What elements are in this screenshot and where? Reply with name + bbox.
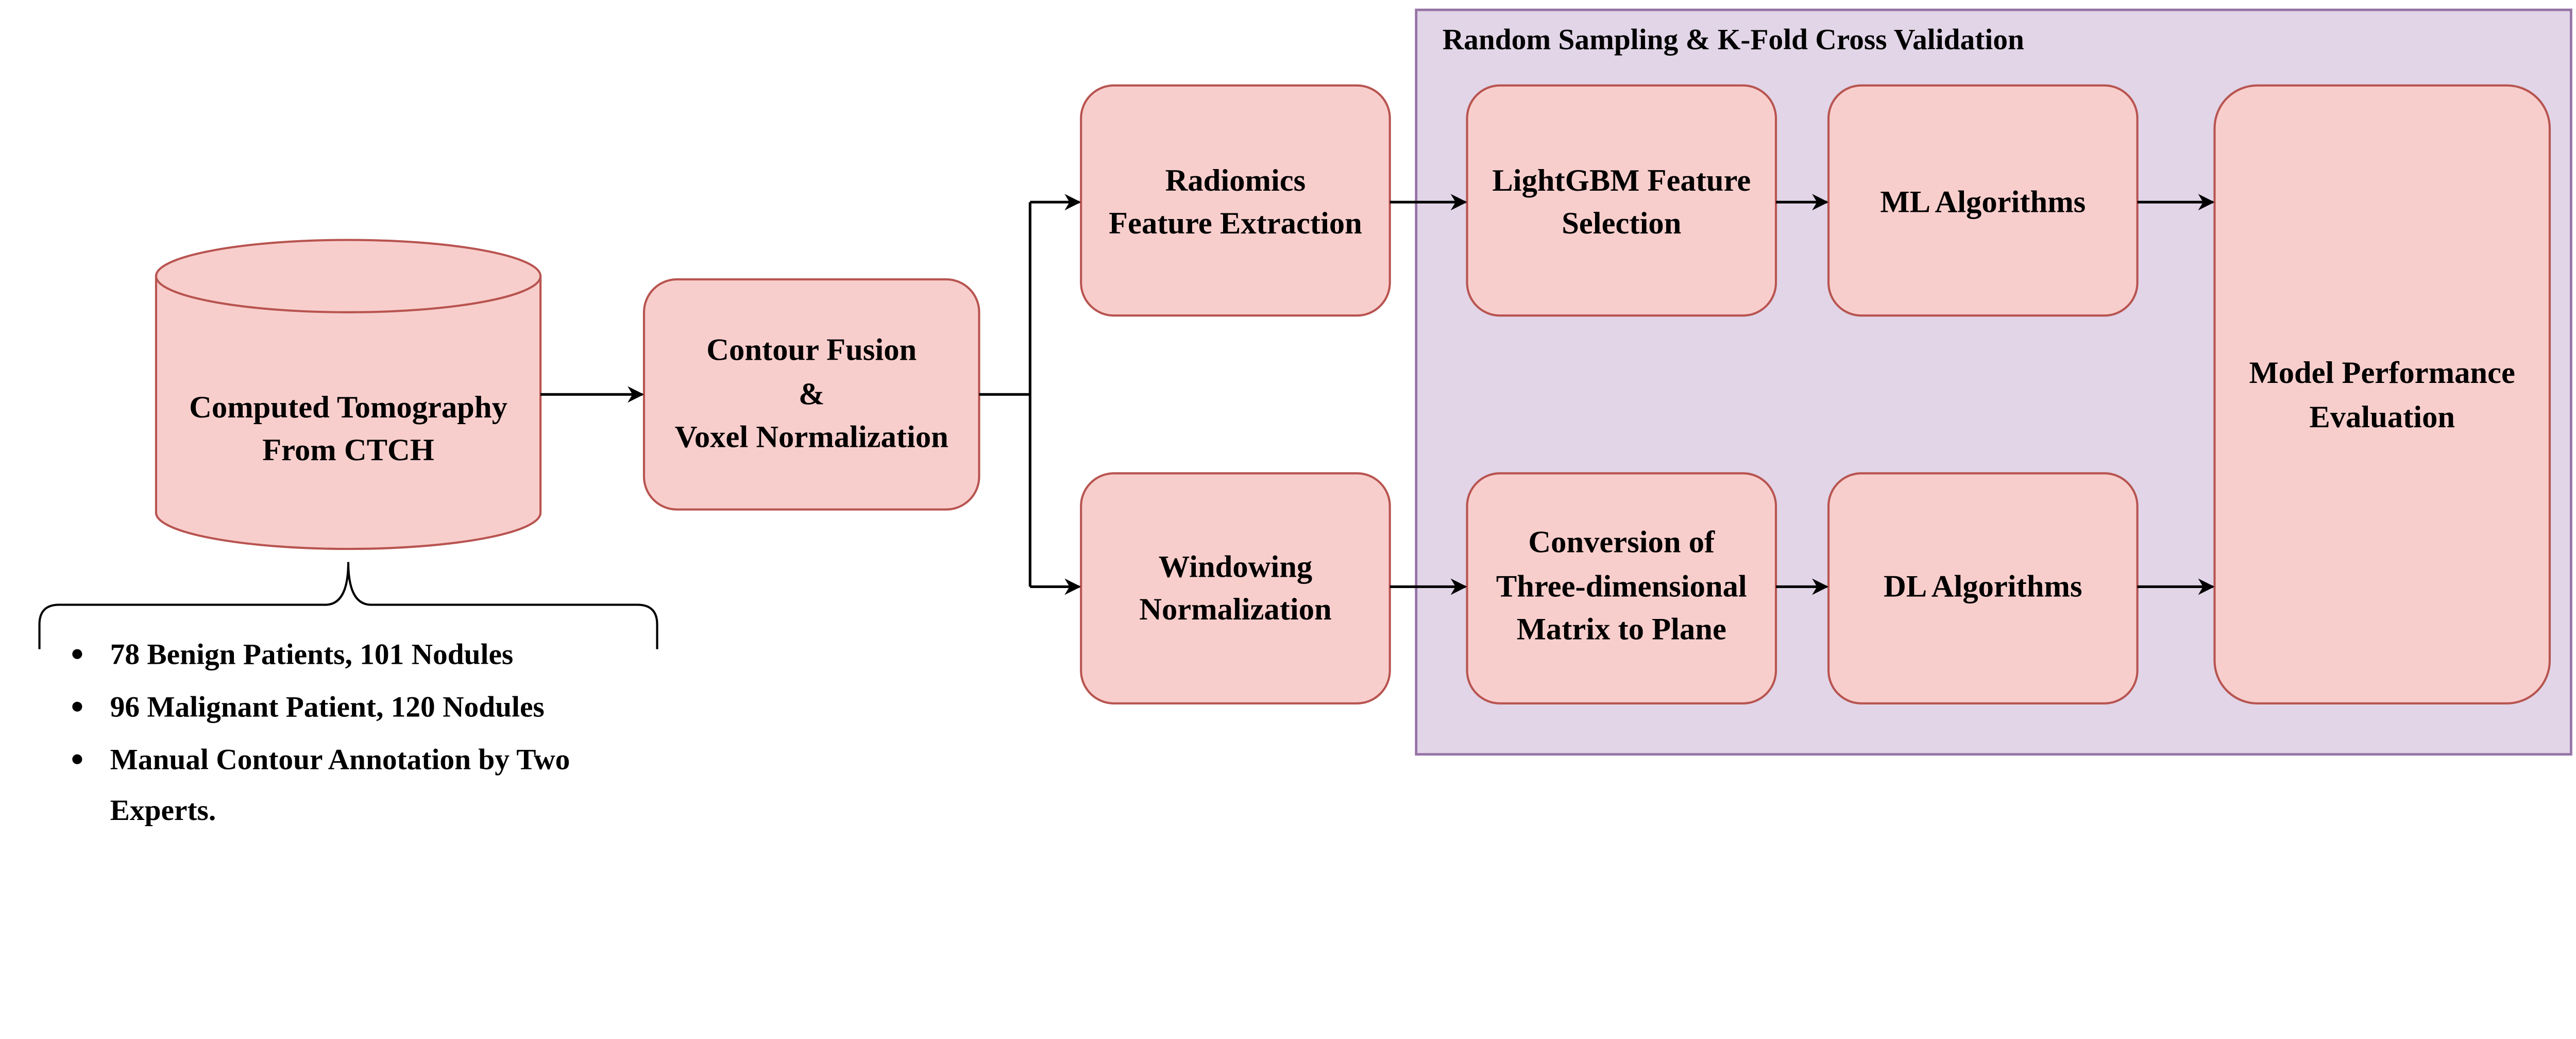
connector-branch [979,202,1031,587]
node-contour-fusion: Contour Fusion & Voxel Normalization [642,278,980,511]
list-item: Manual Contour Annotation by Two [110,743,570,776]
node-ml-algorithms: ML Algorithms [1827,84,2139,317]
node-conversion: Conversion of Three-dimensional Matrix t… [1466,472,1777,705]
node-model-evaluation: Model Performance Evaluation [2213,84,2551,705]
node-label: Selection [1562,206,1681,241]
node-lightgbm: LightGBM Feature Selection [1466,84,1777,317]
curly-brace [38,562,658,649]
node-label: Conversion of [1528,525,1715,559]
node-label: ML Algorithms [1880,185,2086,219]
node-label: From CTCH [262,433,434,467]
list-item: 78 Benign Patients, 101 Nodules [110,638,514,671]
node-radiomics: Radiomics Feature Extraction [1080,84,1391,317]
bullet-icon [72,754,82,764]
node-windowing: Windowing Normalization [1080,472,1391,705]
group-title: Random Sampling & K-Fold Cross Validatio… [1443,24,2024,56]
bullet-icon [72,649,82,659]
node-label: DL Algorithms [1884,569,2082,604]
node-dl-algorithms: DL Algorithms [1827,472,2139,705]
node-ct-database: Computed Tomography From CTCH [155,239,542,550]
node-label: Radiomics [1165,163,1306,198]
node-label: Contour Fusion [706,332,917,367]
node-label: Windowing [1159,549,1313,584]
node-label: Model Performance [2249,356,2515,390]
node-label: Normalization [1139,592,1332,627]
node-label: Three-dimensional [1496,569,1747,604]
connectors [540,194,2215,595]
node-label: Feature Extraction [1109,206,1362,241]
node-label: Evaluation [2309,400,2455,434]
list-item: 96 Malignant Patient, 120 Nodules [110,691,545,723]
dataset-notes-list: 78 Benign Patients, 101 Nodules 96 Malig… [72,638,570,827]
node-label: LightGBM Feature [1492,163,1751,198]
node-label: Computed Tomography [189,390,507,425]
list-item-continuation: Experts. [110,794,216,827]
bullet-icon [72,701,82,712]
node-label: Voxel Normalization [675,420,948,454]
node-label: Matrix to Plane [1517,612,1726,646]
flowchart: Random Sampling & K-Fold Cross Validatio… [38,8,2572,827]
node-label: & [799,377,824,411]
